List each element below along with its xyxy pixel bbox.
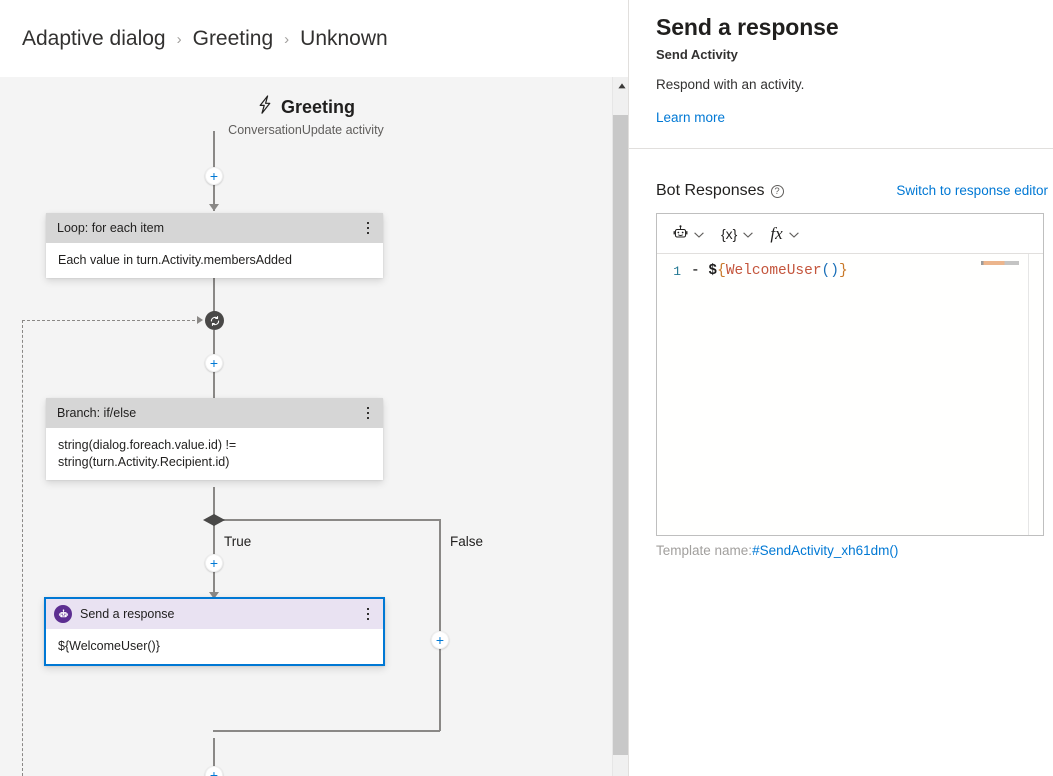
node-header: Branch: if/else: [46, 398, 383, 428]
flow-canvas[interactable]: Greeting ConversationUpdate activity + L…: [0, 77, 629, 776]
edge-false-rejoin: [213, 730, 440, 732]
edge-arrowhead: [209, 204, 219, 211]
breadcrumb-separator-icon: ›: [284, 31, 290, 48]
help-icon[interactable]: ?: [770, 185, 784, 198]
edge-loop-back-vertical: [22, 320, 23, 776]
chevron-down-icon: [788, 225, 799, 243]
node-loop-for-each-item[interactable]: Loop: for each item Each value in turn.A…: [46, 213, 383, 278]
add-action-button[interactable]: +: [205, 354, 223, 372]
code-line[interactable]: - ${WelcomeUser()}: [691, 262, 848, 281]
template-name-row: Template name:#SendActivity_xh61dm(): [656, 543, 898, 558]
code-token-dash: -: [691, 263, 709, 279]
breadcrumb: Adaptive dialog › Greeting › Unknown: [0, 0, 629, 77]
code-token-close-brace: }: [838, 263, 848, 279]
chevron-down-icon: [743, 225, 754, 243]
learn-more-link[interactable]: Learn more: [656, 110, 726, 125]
minimap-code-line: [981, 261, 1019, 265]
lightning-bolt-icon: [257, 95, 273, 119]
bot-icon: [54, 605, 72, 623]
scrollbar-thumb[interactable]: [613, 115, 629, 755]
page-title: Send a response: [656, 14, 839, 40]
breadcrumb-item-greeting[interactable]: Greeting: [192, 27, 274, 50]
edge-branch-false-horizontal: [214, 519, 440, 521]
node-branch-if-else[interactable]: Branch: if/else string(dialog.foreach.va…: [46, 398, 383, 480]
node-body: ${WelcomeUser()}: [46, 629, 383, 664]
code-token-function: WelcomeUser: [725, 263, 822, 279]
bot-template-dropdown[interactable]: [669, 222, 708, 246]
loop-refresh-icon: [205, 311, 224, 330]
canvas-vertical-scrollbar[interactable]: [612, 77, 629, 776]
edge-loop-back-arrowhead: [197, 316, 203, 324]
node-title: Loop: for each item: [57, 221, 165, 235]
bot-responses-label: Bot Responses: [656, 182, 765, 199]
node-header: Send a response: [46, 599, 383, 629]
edge-loop-back-horizontal: [22, 320, 200, 321]
add-action-button[interactable]: +: [205, 554, 223, 572]
editor-line-gutter: 1: [657, 254, 687, 535]
branch-label-true: True: [224, 534, 252, 549]
template-name-label: Template name:: [656, 543, 753, 558]
property-braces-icon: {x}: [721, 225, 738, 242]
property-dropdown[interactable]: {x}: [717, 222, 757, 246]
edge-branch-to-diamond: [213, 487, 215, 524]
line-number: 1: [673, 264, 681, 279]
function-dropdown[interactable]: fx: [766, 222, 802, 246]
trigger-title: Greeting: [280, 96, 355, 117]
editor-minimap[interactable]: [975, 258, 1027, 531]
code-token-parens: (): [821, 263, 839, 279]
node-send-a-response[interactable]: Send a response ${WelcomeUser()}: [44, 597, 385, 666]
editor-toolbar: {x} fx: [657, 214, 1043, 254]
node-body: Each value in turn.Activity.membersAdded: [46, 243, 383, 278]
section-divider: [629, 148, 1053, 149]
add-action-button[interactable]: +: [205, 167, 223, 185]
page-subtitle: Send Activity: [656, 47, 738, 62]
add-action-button[interactable]: +: [431, 631, 449, 649]
bot-responses-header: Bot Responses ? Switch to response edito…: [656, 182, 1053, 200]
function-fx-icon: fx: [770, 224, 783, 243]
breadcrumb-item-adaptive-dialog[interactable]: Adaptive dialog: [22, 27, 166, 50]
breadcrumb-item-unknown[interactable]: Unknown: [300, 27, 388, 50]
template-name-value[interactable]: #SendActivity_xh61dm(): [752, 543, 899, 558]
branch-label-false: False: [450, 534, 484, 549]
editor-text-surface[interactable]: 1 - ${WelcomeUser()}: [657, 254, 1043, 535]
edge-loop-to-iterator: [213, 278, 215, 320]
node-body: string(dialog.foreach.value.id) != strin…: [46, 428, 383, 480]
edge-false-branch: [439, 519, 441, 731]
lg-code-editor[interactable]: {x} fx 1 - ${WelcomeUser()}: [656, 213, 1044, 536]
code-token-dollar: $: [708, 263, 718, 279]
bot-icon: [673, 225, 688, 242]
node-title: Branch: if/else: [57, 406, 137, 420]
scroll-up-arrow-icon[interactable]: [613, 77, 629, 94]
edge-after-send-response: [213, 738, 215, 776]
node-menu-icon[interactable]: [360, 604, 376, 624]
dialog-canvas-pane: Adaptive dialog › Greeting › Unknown Gre…: [0, 0, 629, 776]
edge-arrowhead: [209, 592, 219, 599]
trigger-header: Greeting ConversationUpdate activity: [0, 95, 612, 137]
pane-divider: [628, 0, 629, 776]
node-title: Send a response: [80, 607, 175, 621]
code-token-open-brace: {: [717, 263, 726, 279]
node-menu-icon[interactable]: [360, 218, 376, 238]
switch-to-response-editor-link[interactable]: Switch to response editor: [896, 183, 1048, 198]
chevron-down-icon: [694, 225, 704, 243]
trigger-subtitle: ConversationUpdate activity: [228, 123, 384, 137]
editor-vertical-scrollbar[interactable]: [1028, 254, 1043, 535]
add-action-button[interactable]: +: [205, 766, 223, 776]
node-menu-icon[interactable]: [360, 403, 376, 423]
page-description: Respond with an activity.: [656, 77, 805, 92]
branch-decision-diamond: [203, 514, 225, 526]
breadcrumb-separator-icon: ›: [176, 31, 182, 48]
node-header: Loop: for each item: [46, 213, 383, 243]
